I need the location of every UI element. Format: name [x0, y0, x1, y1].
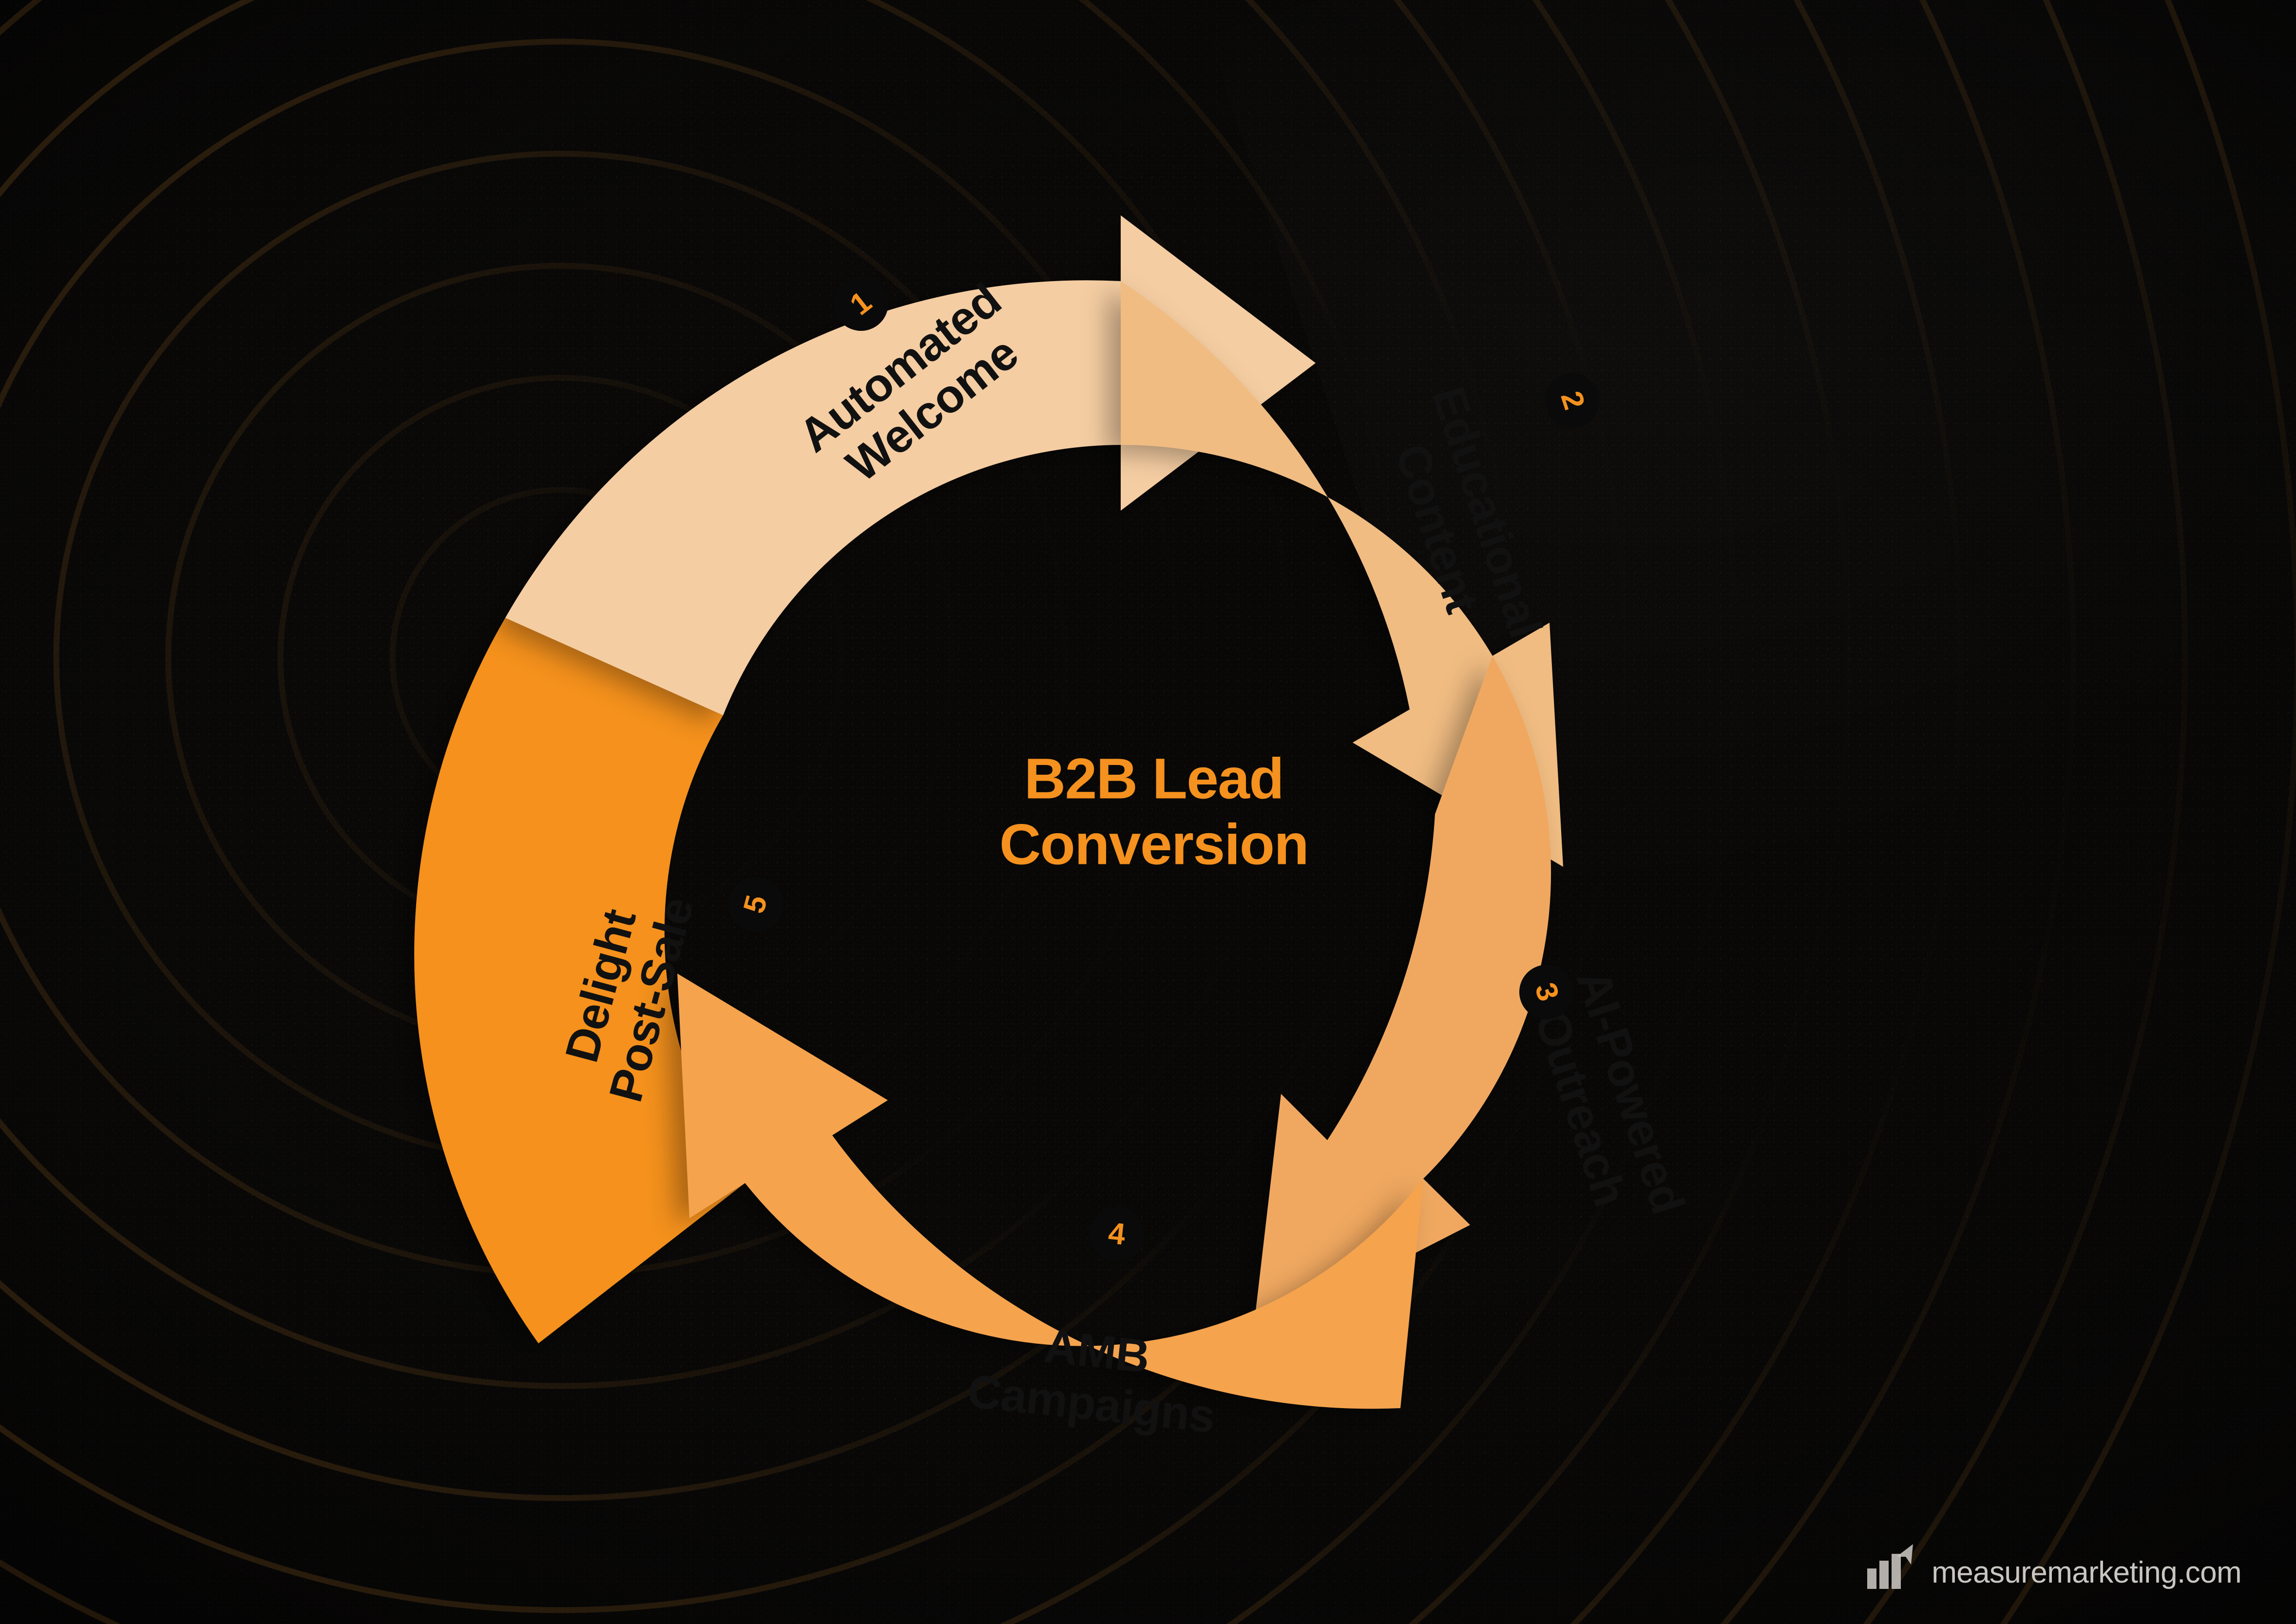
- segment-1-arrow[interactable]: [505, 215, 1316, 715]
- segment-2-number: 2: [1554, 387, 1591, 414]
- segment-4-arrow[interactable]: [677, 974, 1423, 1409]
- brand-logo[interactable]: measuremarketing.com: [1866, 1543, 2242, 1590]
- bar-chart-arrow-icon: [1867, 1544, 1913, 1589]
- segment-5-arrow[interactable]: [414, 618, 745, 1343]
- cycle-segments: [414, 215, 1563, 1409]
- segment-3-number: 3: [1528, 978, 1566, 1005]
- segment-2-arrow[interactable]: [1121, 281, 1563, 867]
- segment-3-arrow[interactable]: [1253, 656, 1551, 1336]
- segment-4-number: 4: [1107, 1216, 1127, 1252]
- brand-logo-text: measuremarketing.com: [1932, 1556, 2241, 1589]
- segment-1-number: 1: [843, 285, 878, 322]
- segment-5-number: 5: [737, 892, 774, 917]
